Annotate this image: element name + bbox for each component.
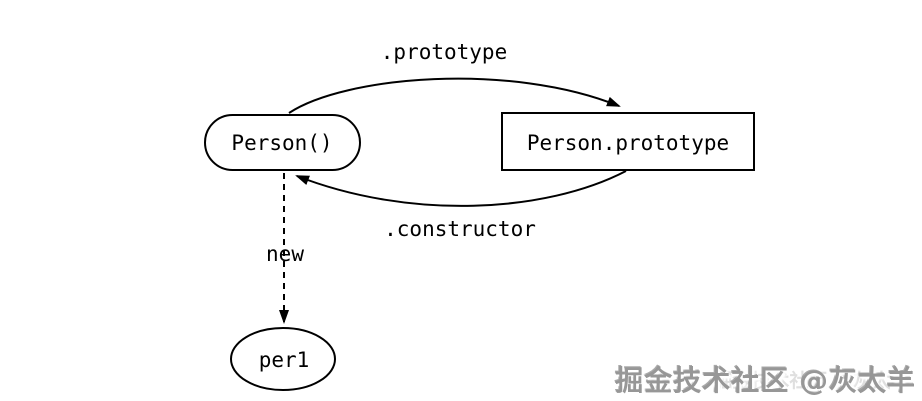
node-person-prototype-label: Person.prototype xyxy=(527,131,729,155)
edge-prototype-label: .prototype xyxy=(381,40,507,64)
node-person-label: Person() xyxy=(231,131,332,155)
edge-constructor-label: .constructor xyxy=(384,217,536,241)
edge-prototype-arrow xyxy=(288,77,621,114)
edge-constructor-arrow xyxy=(295,170,627,207)
node-person-prototype-shape xyxy=(501,112,755,171)
node-person-shape xyxy=(204,114,361,171)
edge-new-label: new xyxy=(266,242,304,266)
node-person-prototype: Person.prototype xyxy=(501,112,755,171)
node-per1-label: per1 xyxy=(259,348,310,372)
watermark: 掘金技术社区 @灰太羊 xyxy=(615,364,916,397)
watermark-secondary: 掘金技术社区 @灰太羊 xyxy=(713,370,910,392)
node-person: Person() xyxy=(204,114,361,171)
node-per1: per1 xyxy=(230,327,336,391)
node-per1-shape xyxy=(230,327,336,391)
